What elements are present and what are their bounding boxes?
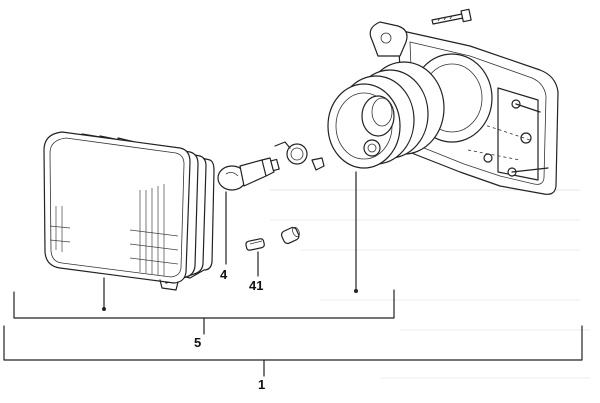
housing-inner-frame — [409, 41, 547, 185]
housing-side-panel — [497, 87, 539, 181]
adjust-line — [469, 119, 531, 141]
adjust-screw-lower-left — [483, 153, 493, 163]
side-bulb-holder — [280, 226, 300, 245]
mounting-bolt — [431, 8, 472, 25]
boot-side-port — [363, 139, 381, 157]
main-bulb-filament — [225, 172, 239, 177]
lens-bottom-tab — [159, 279, 179, 291]
main-bulb — [217, 157, 280, 191]
lens-front-face — [43, 131, 191, 284]
bracket-assembly — [3, 325, 583, 361]
headlamp-lens — [43, 131, 215, 291]
callout-headlamp-unit: 5 — [194, 335, 202, 350]
bracket-headlamp-unit — [13, 289, 395, 319]
side-bulb-socket — [280, 226, 300, 245]
bulb-socket-boot — [327, 61, 445, 169]
side-bulb — [245, 238, 265, 251]
retainer-ring — [286, 143, 308, 165]
bolt-head — [460, 8, 472, 23]
lens-inner-border — [49, 137, 185, 278]
bulb-retainer-clip — [274, 141, 325, 171]
side-bulb-glass — [245, 238, 265, 251]
main-bulb-pin — [270, 158, 280, 172]
adjust-screw-mid — [520, 132, 532, 144]
callout-leaders — [3, 171, 583, 377]
background-bleed-lines — [270, 189, 590, 379]
main-bulb-base — [239, 159, 267, 187]
housing-mount-ear — [369, 21, 408, 57]
lens-prism-pattern — [49, 184, 179, 276]
retainer-tab — [311, 157, 325, 171]
callout-assembly: 1 — [258, 377, 266, 392]
retainer-arm — [274, 141, 291, 149]
callout-main-bulb: 4 — [220, 267, 228, 282]
bolt-shank — [431, 13, 464, 25]
callout-side-bulb: 41 — [249, 278, 264, 293]
boot-center-opening — [361, 95, 395, 137]
